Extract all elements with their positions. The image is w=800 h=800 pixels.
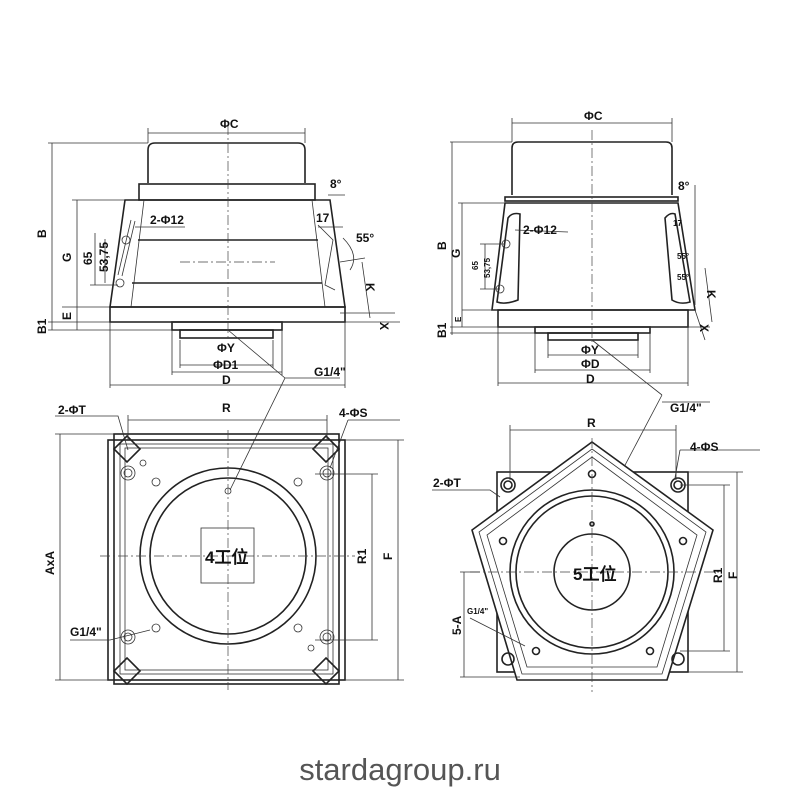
base-plate (109, 306, 346, 323)
label-t-holes: 2-ΦT (433, 476, 462, 490)
label-d: D (586, 372, 595, 386)
label-k: K (363, 283, 377, 292)
label-x: X (377, 322, 391, 330)
label-b: B (435, 241, 449, 250)
label-r: R (222, 401, 231, 415)
label-phi-y: ΦY (217, 341, 235, 355)
bottom-boss (534, 326, 651, 334)
top-view-5-station: R 4-ΦS 2-ΦT R1 F 5-A G1/4" 5工位 (432, 401, 760, 692)
hole-icon (121, 235, 131, 245)
label-port: G1/4" (467, 607, 488, 616)
top-cap (147, 142, 306, 183)
body-grooves (132, 239, 322, 284)
dim-lines-vertical (450, 141, 710, 341)
label-port: G1/4" (670, 401, 702, 415)
label-b1: B1 (435, 322, 449, 338)
label-t-holes: 2-ΦT (58, 403, 87, 417)
angle-dims (318, 194, 371, 319)
label-r1: R1 (711, 567, 725, 583)
label-f: F (726, 572, 740, 579)
hole-icon (115, 278, 125, 288)
label-17: 17 (673, 219, 682, 228)
label-axa: AxA (43, 551, 57, 575)
left-slot (117, 219, 136, 277)
label-phi-c: ΦC (220, 117, 239, 131)
label-d: D (222, 373, 231, 387)
label-65: 65 (471, 261, 480, 270)
label-g: G (449, 249, 463, 258)
label-phi-y: ΦY (581, 343, 599, 357)
label-e: E (454, 316, 463, 322)
label-angle-55b: 55° (677, 273, 689, 282)
corner-clamps (112, 434, 341, 686)
left-pocket (496, 212, 521, 304)
top-cap (511, 141, 673, 195)
station-box (200, 527, 255, 584)
dim-lines (460, 425, 743, 678)
right-clamp (317, 224, 336, 291)
dim-lines (55, 415, 404, 681)
top-view-4-station: 2-ΦT R 4-ΦS AxA R1 F G1/4" 4工位 (43, 401, 404, 690)
bottom-spigot (179, 329, 274, 339)
dim-lines-horizontal (109, 322, 346, 388)
label-53-75: 53,75 (97, 242, 111, 272)
label-e: E (60, 312, 74, 320)
label-r: R (587, 416, 596, 430)
label-k: K (704, 290, 718, 299)
frame-outer (113, 433, 340, 685)
frame-inner (119, 443, 334, 675)
bottom-spigot (547, 332, 639, 341)
dim-lines-horizontal (497, 327, 689, 386)
bottom-boss (171, 321, 283, 331)
label-phi-c: ΦC (584, 109, 603, 123)
right-pocket (664, 212, 691, 304)
label-phi-d1: ΦD1 (213, 358, 239, 372)
label-holes: 2-Φ12 (523, 223, 557, 237)
label-s-holes: 4-ΦS (690, 440, 719, 454)
label-holes: 2-Φ12 (150, 213, 184, 227)
base-square (107, 439, 346, 681)
label-53-75: 53,75 (483, 257, 492, 278)
label-g: G (60, 253, 74, 262)
base-plate (497, 309, 689, 328)
label-r1: R1 (355, 548, 369, 564)
port-leader (227, 329, 340, 491)
label-17: 17 (316, 211, 330, 225)
label-port: G1/4" (314, 365, 346, 379)
frame-inner-2 (124, 447, 329, 671)
label-phi-d: ΦD (581, 357, 600, 371)
label-angle-8: 8° (678, 179, 690, 193)
label-b1: B1 (35, 318, 49, 334)
dim-phi-c (147, 128, 306, 143)
label-s-holes: 4-ΦS (339, 406, 368, 420)
leaders (55, 415, 400, 641)
slot-dims (90, 226, 185, 286)
website-watermark: stardagroup.ru (299, 752, 501, 787)
slot-dims (480, 185, 713, 323)
label-port: G1/4" (70, 625, 102, 639)
label-angle-55: 55° (356, 231, 374, 245)
label-angle-8: 8° (330, 177, 342, 191)
label-f: F (381, 553, 395, 560)
label-x: X (697, 324, 711, 332)
station-label: 4工位 (205, 547, 248, 567)
dim-phi-c (511, 118, 673, 142)
tapered-body (109, 199, 346, 308)
side-view-5-station: ΦC B G E B1 2-Φ12 65 53,75 8° 17 55° 55°… (435, 109, 718, 525)
leaders (432, 401, 760, 647)
side-view-4-station: ΦC B G E B1 2-Φ12 65 53,75 8° 17 55° K X… (35, 117, 400, 491)
label-5-a: 5-A (450, 615, 464, 635)
label-b: B (35, 229, 49, 238)
label-angle-55a: 55° (677, 252, 689, 261)
shoulder (504, 196, 679, 202)
label-65: 65 (81, 251, 95, 265)
dim-lines-vertical (48, 142, 400, 331)
body-inner-lines (130, 199, 326, 308)
station-label: 5工位 (573, 564, 616, 584)
shoulder (138, 183, 316, 201)
